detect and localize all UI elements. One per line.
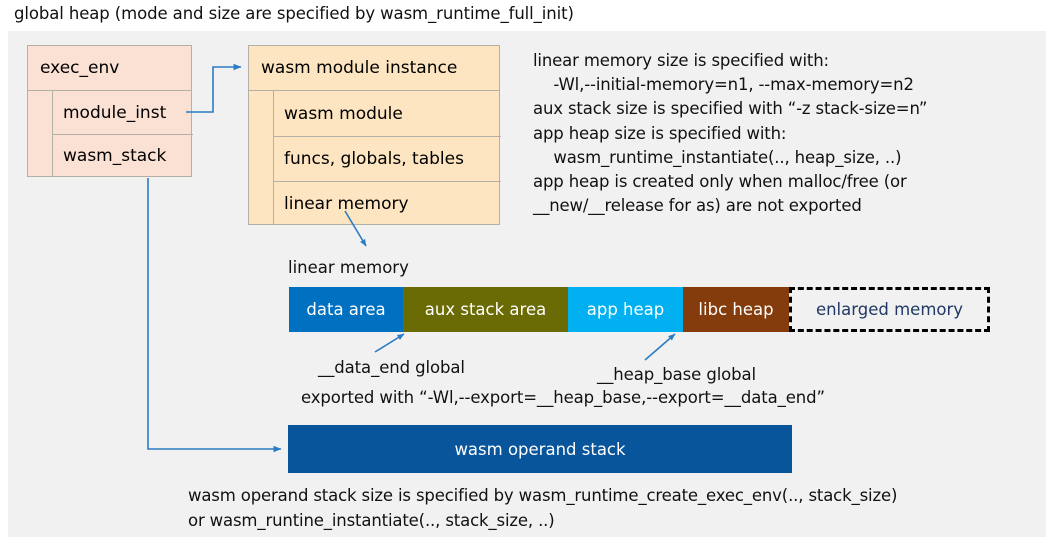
- memory-segment-enlarged-memory: enlarged memory: [789, 287, 990, 332]
- exec-env-row-wasm-stack: wasm_stack: [52, 134, 193, 177]
- memory-segment-data-area: data area: [289, 287, 403, 332]
- page-title: global heap (mode and size are specified…: [14, 4, 574, 23]
- wmi-row-linear-memory: linear memory: [273, 181, 501, 225]
- memory-segment-app-heap: app heap: [568, 287, 683, 332]
- linear-memory-label: linear memory: [288, 258, 409, 277]
- wasm-operand-stack-bar: wasm operand stack: [288, 425, 792, 473]
- info-text-block: linear memory size is specified with: -W…: [533, 51, 928, 216]
- memory-segment-libc-heap: libc heap: [683, 287, 789, 332]
- annotation-data-end: __data_end global: [318, 358, 465, 377]
- exec-env-row-module-inst: module_inst: [52, 91, 193, 134]
- wmi-row-funcs-globals-tables: funcs, globals, tables: [273, 136, 501, 181]
- wasm-module-instance-box: wasm module instance wasm module funcs, …: [248, 45, 501, 225]
- exec-env-box: exec_env module_inst wasm_stack: [27, 45, 193, 177]
- memory-segment-aux-stack-area: aux stack area: [403, 287, 568, 332]
- operand-stack-note: wasm operand stack size is specified by …: [188, 486, 898, 530]
- wmi-row-wasm-module: wasm module: [273, 91, 501, 136]
- wasm-module-instance-title: wasm module instance: [249, 46, 499, 91]
- annotation-heap-base: __heap_base global: [597, 365, 757, 384]
- annotation-exported-with: exported with “-Wl,--export=__heap_base,…: [301, 388, 825, 407]
- exec-env-title: exec_env: [28, 46, 191, 91]
